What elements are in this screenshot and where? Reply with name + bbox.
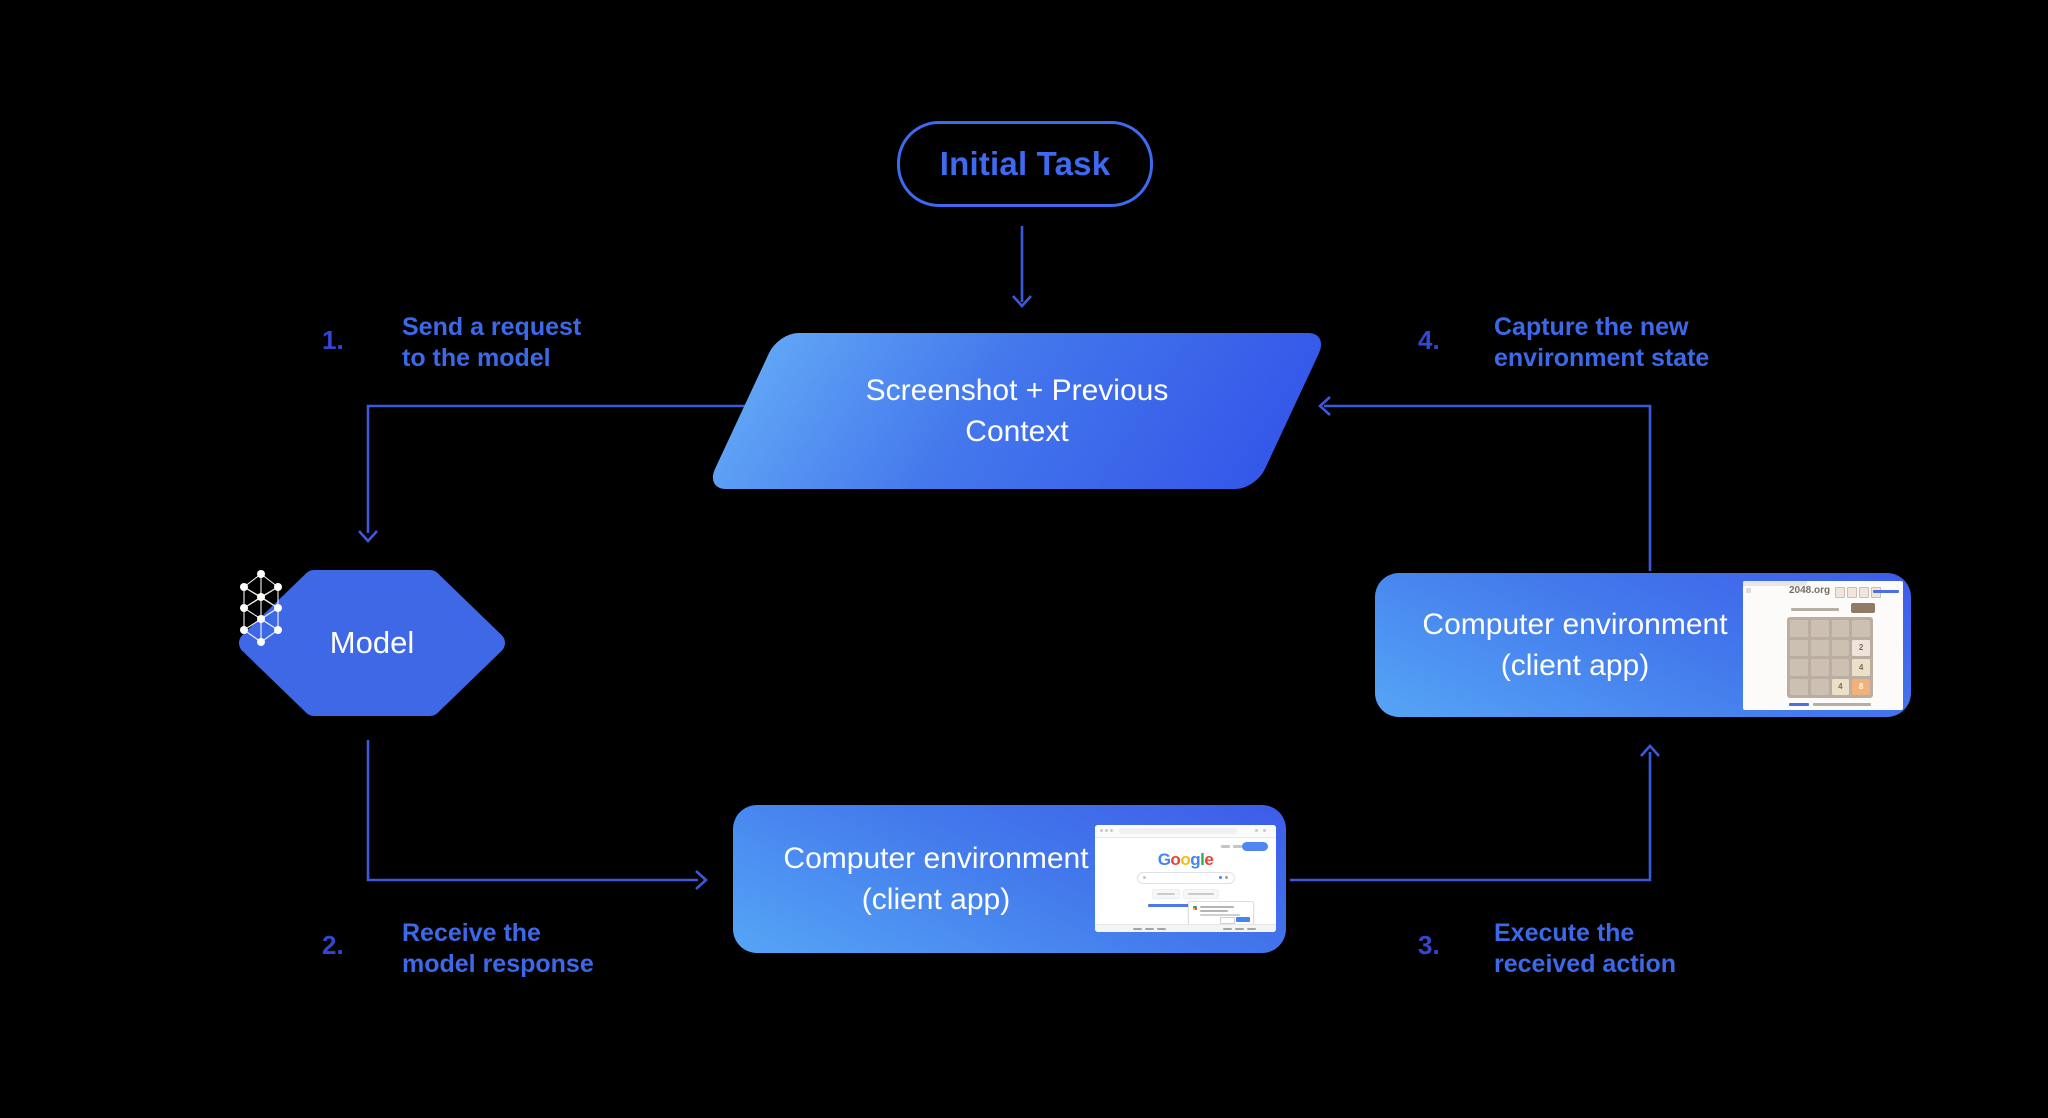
- screenshot-context-line2: Context: [965, 415, 1069, 448]
- game-grid: 2 4 4 8: [1787, 617, 1873, 698]
- google-g-icon: [1193, 906, 1197, 910]
- window-control-dot: [1110, 829, 1113, 832]
- google-logo: Google: [1157, 850, 1214, 869]
- toolbar-icon: [1263, 829, 1266, 832]
- window-control-dot: [1100, 829, 1103, 832]
- google-search-button: [1152, 889, 1180, 899]
- hexagon-shape: [239, 570, 505, 716]
- keyboard-icon: [1225, 876, 1228, 879]
- dialog-text-blur: [1200, 906, 1234, 908]
- step-2-label: Receive the model response: [402, 919, 594, 978]
- step-3-label: Execute the received action: [1494, 919, 1677, 978]
- google-screenshot-thumbnail: Google: [1095, 825, 1276, 932]
- browser-toolbar: [1095, 825, 1276, 838]
- connector-screenshot-to-model: [358, 404, 745, 543]
- footer-link-blur: [1789, 703, 1809, 706]
- search-bar: [1137, 872, 1235, 884]
- language-links-blur: [1148, 904, 1222, 907]
- env-bottom-label: Computer environment (client app): [783, 842, 1089, 916]
- connector-model-to-env: [366, 740, 708, 890]
- connector-env-to-env: [1290, 744, 1660, 882]
- url-bar: [1119, 828, 1237, 834]
- initial-task-label: Initial Task: [939, 145, 1111, 182]
- mic-icon: [1219, 876, 1222, 879]
- initial-task-node: Initial Task: [897, 121, 1153, 207]
- header-link-blur: [1221, 845, 1230, 848]
- footer-text-blur: [1813, 703, 1871, 706]
- browser-tab-blur: [1743, 581, 1807, 586]
- top-link-blur: [1873, 590, 1899, 593]
- dialog-text-blur: [1200, 914, 1240, 916]
- step-1-number: 1.: [322, 325, 344, 355]
- window-control-dot: [1105, 829, 1108, 832]
- site-title: 2048.org: [1789, 585, 1831, 596]
- dialog-primary-button: [1236, 917, 1250, 922]
- dialog-text-blur: [1200, 910, 1228, 912]
- step-1-label: Send a request to the model: [402, 313, 582, 372]
- tile-4: 4: [1831, 678, 1850, 695]
- env-right-label: Computer environment (client app): [1422, 608, 1728, 682]
- dialog-secondary-button: [1220, 917, 1235, 924]
- sign-in-button: [1242, 842, 1268, 851]
- cookie-dialog: [1188, 901, 1254, 926]
- tile-4: 4: [1852, 659, 1870, 676]
- tile-8: 8: [1852, 678, 1870, 695]
- game-2048-thumbnail: 2048.org 2 4 4 8: [1743, 581, 1903, 710]
- neural-network-icon: [240, 570, 282, 646]
- new-game-button: [1851, 603, 1875, 613]
- connector-env-to-screenshot: [1318, 396, 1652, 571]
- env-right-node: Computer environment (client app) 2048.o…: [1375, 573, 1911, 717]
- connector-initial-to-screenshot: [1012, 226, 1032, 308]
- instruction-text-blur: [1791, 608, 1839, 611]
- step-2-number: 2.: [322, 930, 344, 960]
- step-4-label: Capture the new environment state: [1494, 313, 1710, 372]
- model-label: Model: [329, 625, 415, 660]
- screenshot-context-node: Screenshot + Previous Context: [705, 333, 1329, 489]
- toolbar-icon: [1255, 829, 1258, 832]
- step-3-number: 3.: [1418, 930, 1440, 960]
- screenshot-context-label: Screenshot + Previous Context: [742, 333, 1292, 489]
- header-link-blur: [1233, 845, 1242, 848]
- feeling-lucky-button: [1183, 889, 1219, 899]
- page-footer: [1095, 924, 1276, 932]
- env-bottom-node: Computer environment (client app) Google: [733, 805, 1286, 953]
- step-4-number: 4.: [1418, 325, 1440, 355]
- magnifier-icon: [1143, 876, 1146, 879]
- screenshot-context-line1: Screenshot + Previous: [865, 374, 1169, 407]
- model-node: Model: [238, 568, 506, 718]
- favicon-blur: [1746, 588, 1751, 593]
- tile-2: 2: [1852, 639, 1870, 656]
